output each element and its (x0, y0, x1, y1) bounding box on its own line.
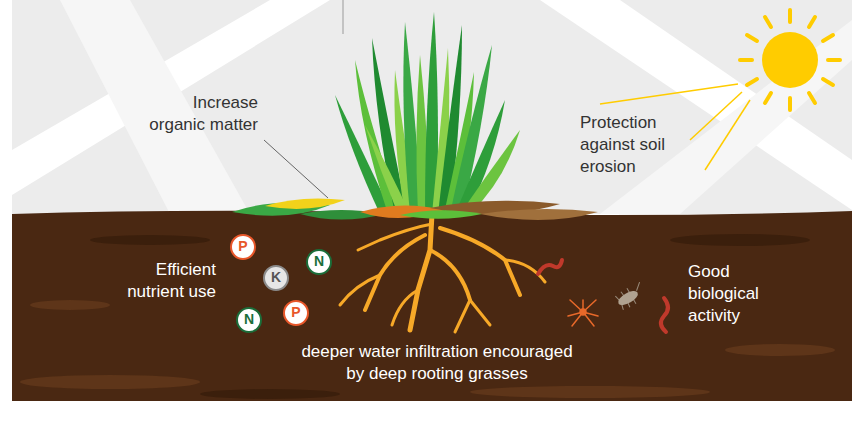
root (410, 214, 432, 330)
nutrient-circle: P (230, 234, 256, 260)
sun-ray (788, 10, 792, 22)
soil-streak (670, 234, 810, 246)
sun-ray (809, 93, 815, 103)
leaf (480, 209, 598, 220)
soil-body (12, 211, 852, 401)
thin-rule (343, 0, 344, 34)
nutrient-symbol: N (244, 312, 254, 327)
callout-label: Good biological activity (688, 261, 773, 327)
sun-rays (740, 10, 840, 110)
nutrient-symbol: K (271, 270, 281, 285)
sun-ray (747, 79, 757, 85)
grass-blade (365, 125, 410, 214)
root (470, 300, 490, 325)
sun-disc (762, 32, 818, 88)
woodlouse-legs (615, 281, 648, 311)
root (392, 290, 418, 325)
spider (568, 300, 598, 326)
earthworm (661, 298, 668, 332)
root (455, 300, 470, 332)
sun-ray (823, 35, 833, 41)
nutrient-circle: P (283, 300, 309, 326)
sunlight-line (690, 92, 742, 140)
sun-ray (747, 35, 757, 41)
sun-ray (765, 17, 771, 27)
woodlouse (614, 281, 648, 311)
root (365, 235, 425, 310)
sun-ray (740, 58, 752, 62)
nutrient-circle: N (306, 249, 332, 275)
callout-text: Good biological activity (688, 262, 759, 325)
soil-streak (200, 389, 340, 399)
nutrient-symbol: P (238, 239, 247, 254)
callout-label: deeper water infiltration encouraged by … (292, 341, 582, 385)
sunlight-line (705, 100, 750, 170)
leaf-litter (232, 198, 598, 220)
soil-streak (90, 235, 210, 245)
grass-tuft (335, 12, 520, 214)
spider-body (580, 309, 586, 315)
woodlouse-antenna (634, 282, 643, 291)
soil-streak (725, 344, 835, 356)
root (340, 275, 380, 305)
leader-line (264, 140, 328, 198)
sun-ray (788, 98, 792, 110)
sun-ray (828, 58, 840, 62)
soil-streak (470, 386, 710, 398)
leaf (400, 210, 482, 219)
nutrient-circle: N (236, 307, 262, 333)
callout-text: Efficient nutrient use (127, 260, 216, 301)
nutrient-circle: K (263, 265, 289, 291)
callout-text: deeper water infiltration encouraged by … (301, 342, 572, 383)
sunlight-line (600, 84, 738, 104)
nutrient-symbol: N (314, 254, 324, 269)
root (358, 224, 432, 250)
soil-streak (20, 375, 200, 389)
soil-streak (30, 300, 110, 310)
nutrient-symbol: P (291, 305, 300, 320)
sky-ground (12, 0, 852, 214)
sun-ray (823, 79, 833, 85)
leaf (265, 198, 345, 208)
callout-text: Protection against soil erosion (580, 113, 665, 176)
callout-label: Efficient nutrient use (116, 259, 216, 303)
root-system (340, 214, 545, 332)
earthworm (538, 260, 562, 274)
woodlouse-body (616, 288, 640, 308)
callout-label: Protection against soil erosion (580, 112, 680, 178)
soil-creatures (538, 260, 668, 332)
sun-ray (765, 93, 771, 103)
sun-ray (809, 17, 815, 27)
callout-label: Increase organic matter (138, 92, 258, 136)
callout-text: Increase organic matter (149, 93, 258, 134)
root (430, 250, 470, 300)
